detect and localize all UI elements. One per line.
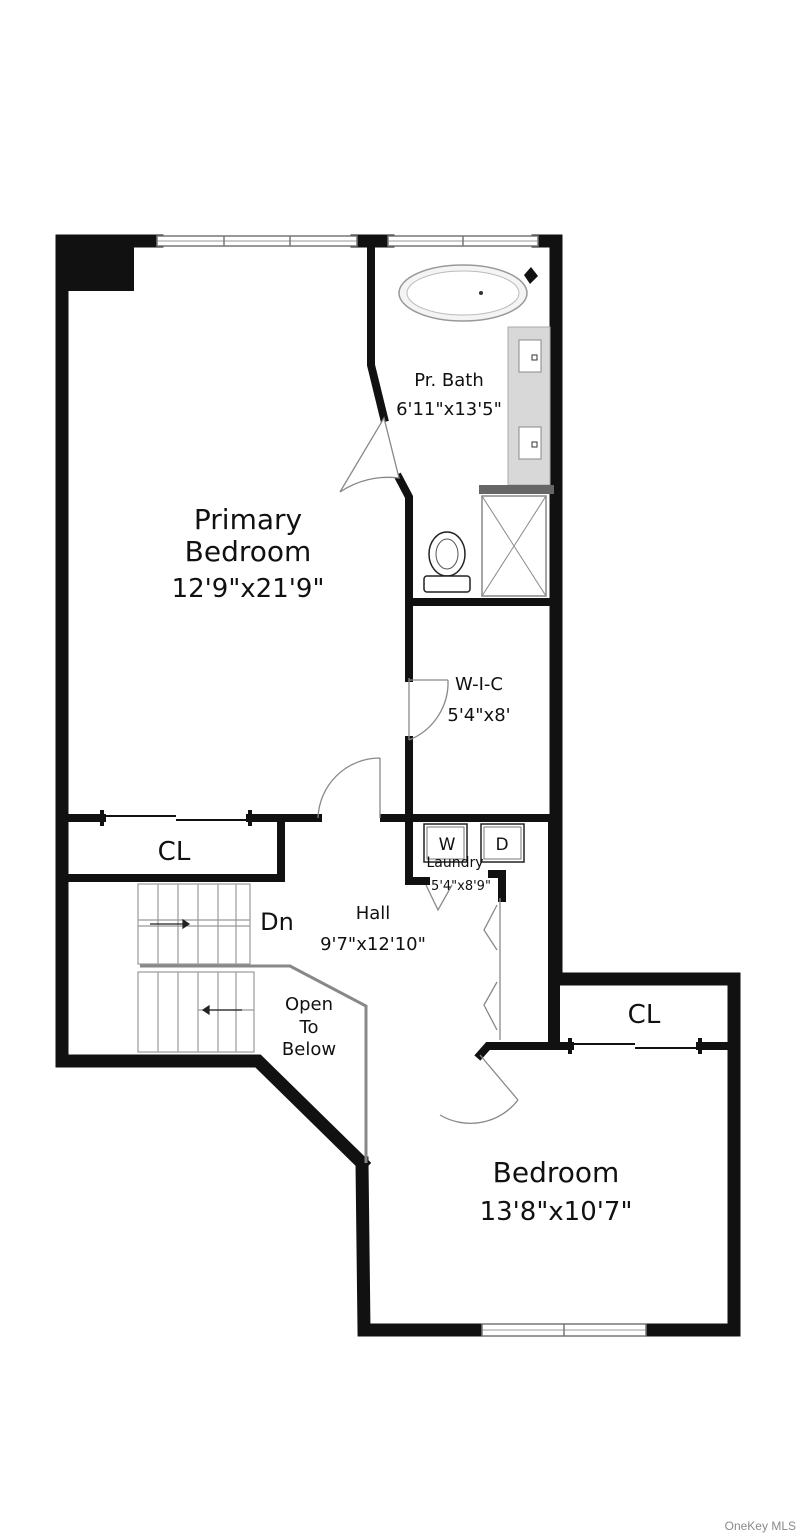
windows xyxy=(156,235,647,1337)
wic-name: W-I-C xyxy=(455,674,503,695)
washer-icon xyxy=(423,823,468,863)
primary-bedroom-name-line2: Bedroom xyxy=(185,535,312,568)
doors xyxy=(317,416,519,1124)
arrow-right-icon xyxy=(182,918,191,930)
laundry-dims: 5'4"x8'9" xyxy=(431,879,491,894)
bath-fixtures xyxy=(398,264,554,597)
bedroom-name: Bedroom xyxy=(493,1156,620,1189)
sliding-doors xyxy=(100,810,702,1054)
wall-laundry-right xyxy=(488,870,506,902)
closet-left-label: CL xyxy=(158,837,191,867)
interior-walls xyxy=(62,237,734,1061)
wall-bedroom-left xyxy=(355,1156,489,1337)
open-below-line2: To xyxy=(299,1017,319,1038)
door-hall-closet-lower xyxy=(483,981,498,1031)
wall-bath-divider-lower xyxy=(393,472,413,606)
open-to-below-outline xyxy=(140,964,368,1163)
primary-bedroom-dims: 12'9"x21'9" xyxy=(172,574,325,604)
watermark: OneKey MLS xyxy=(725,1519,796,1533)
door-hall-closet-upper xyxy=(483,904,498,951)
wall-laundry-left xyxy=(405,814,430,885)
open-below-line3: Below xyxy=(282,1039,336,1060)
toilet-icon xyxy=(423,531,471,593)
wall-bedroom-top-left xyxy=(474,1042,574,1061)
room-labels: Primary Bedroom 12'9"x21'9" Pr. Bath 6'1… xyxy=(158,370,661,1227)
wall-bedroom-right xyxy=(549,972,741,1337)
tub-faucet-icon xyxy=(524,267,538,284)
door-laundry xyxy=(425,884,453,912)
door-bedroom xyxy=(439,1054,519,1124)
wall-bottom-left xyxy=(55,1054,372,1173)
closet-right-label: CL xyxy=(628,1000,661,1030)
wall-closet-left xyxy=(62,814,285,882)
door-primary xyxy=(317,757,381,819)
hall-name: Hall xyxy=(356,903,391,924)
wall-bath-divider-upper xyxy=(367,237,389,423)
sink-icon xyxy=(518,426,542,460)
dryer-icon xyxy=(480,823,525,863)
corner-column xyxy=(68,247,134,291)
hall-dims: 9'7"x12'10" xyxy=(320,934,426,955)
door-wic xyxy=(408,678,449,741)
door-bath xyxy=(339,416,400,493)
dryer-label: D xyxy=(495,835,508,855)
sink-icon xyxy=(518,339,542,373)
pr-bath-dims: 6'11"x13'5" xyxy=(396,399,502,420)
shower-ledge xyxy=(479,485,554,494)
laundry-appliances: W D xyxy=(423,823,525,863)
primary-bedroom-name-line1: Primary xyxy=(194,503,302,536)
stair-arrows xyxy=(150,918,242,1016)
pr-bath-name: Pr. Bath xyxy=(414,370,484,391)
laundry-name: Laundry xyxy=(426,855,483,871)
bedroom-dims: 13'8"x10'7" xyxy=(480,1197,633,1227)
wic-dims: 5'4"x8' xyxy=(447,705,510,726)
washer-label: W xyxy=(439,835,456,855)
open-below-line1: Open xyxy=(285,994,333,1015)
stairs-down-label: Dn xyxy=(260,908,294,936)
stairs xyxy=(137,883,255,1053)
arrow-left-icon xyxy=(201,1004,210,1016)
